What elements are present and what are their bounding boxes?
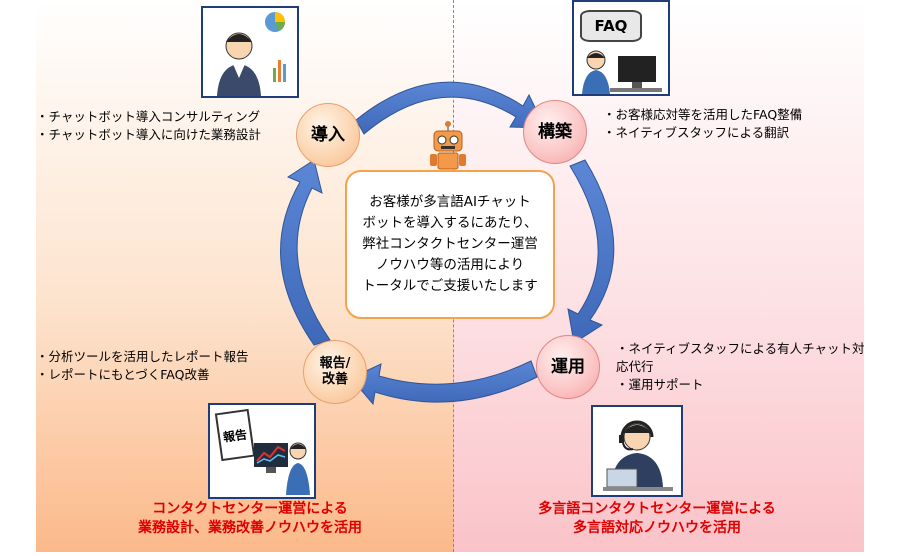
ops-bullet: ネイティブスタッフによる有人チャット対応代行	[616, 340, 866, 376]
faq-database-icon: FAQ	[580, 10, 642, 42]
intro-bullet-list: チャットボット導入コンサルティング チャットボット導入に向けた業務設計	[36, 108, 261, 144]
stage-ops-label: 運用	[551, 356, 585, 377]
report-bullet: 分析ツールを活用したレポート報告	[36, 348, 249, 366]
arrow-report-to-intro	[280, 159, 331, 346]
thinking-person-icon	[217, 12, 286, 96]
left-caption-line1: コンタクトセンター運営による	[152, 501, 348, 517]
arrow-ops-to-report	[350, 360, 538, 406]
stage-intro-circle: 導入	[296, 103, 360, 167]
left-caption-line2: 業務設計、業務改善ノウハウを活用	[138, 520, 362, 536]
intro-bullet: チャットボット導入に向けた業務設計	[36, 126, 261, 144]
robot-icon	[430, 121, 466, 177]
stage-ops-circle: 運用	[536, 335, 600, 399]
ops-illustration	[591, 405, 683, 497]
build-bullet: お客様応対等を活用したFAQ整備	[603, 106, 803, 124]
report-bullet-list: 分析ツールを活用したレポート報告 レポートにもとづくFAQ改善	[36, 348, 249, 384]
stage-report-circle: 報告/ 改善	[303, 340, 367, 404]
left-caption: コンタクトセンター運営による 業務設計、業務改善ノウハウを活用	[90, 500, 410, 538]
intro-illustration	[201, 6, 299, 98]
ops-bullet: 運用サポート	[616, 376, 866, 394]
ops-bullet-list: ネイティブスタッフによる有人チャット対応代行 運用サポート	[616, 340, 866, 394]
report-illustration: 報告	[208, 403, 316, 499]
headset-operator-icon	[603, 420, 673, 491]
build-bullet-list: お客様応対等を活用したFAQ整備 ネイティブスタッフによる翻訳	[603, 106, 803, 142]
build-illustration: FAQ	[572, 0, 670, 96]
build-bullet: ネイティブスタッフによる翻訳	[603, 124, 802, 142]
center-message: お客様が多言語AIチャット ボットを導入するにあたり、 弊社コンタクトセンター運…	[362, 194, 538, 294]
stage-build-label: 構築	[538, 121, 572, 142]
stage-intro-label: 導入	[311, 124, 345, 145]
worker-at-pc-icon	[582, 50, 662, 94]
stage-build-circle: 構築	[523, 100, 587, 164]
report-bullet: レポートにもとづくFAQ改善	[36, 366, 249, 384]
report-document-icon: 報告	[214, 408, 256, 462]
right-caption-line2: 多言語対応ノウハウを活用	[573, 520, 741, 536]
arrow-build-to-ops	[567, 159, 615, 344]
right-caption: 多言語コンタクトセンター運営による 多言語対応ノウハウを活用	[497, 500, 817, 538]
right-caption-line1: 多言語コンタクトセンター運営による	[538, 501, 776, 517]
stage-report-label: 報告/ 改善	[319, 356, 351, 387]
analyst-at-pc-icon	[254, 442, 310, 495]
center-message-box: お客様が多言語AIチャット ボットを導入するにあたり、 弊社コンタクトセンター運…	[345, 170, 555, 319]
intro-bullet: チャットボット導入コンサルティング	[36, 108, 261, 126]
